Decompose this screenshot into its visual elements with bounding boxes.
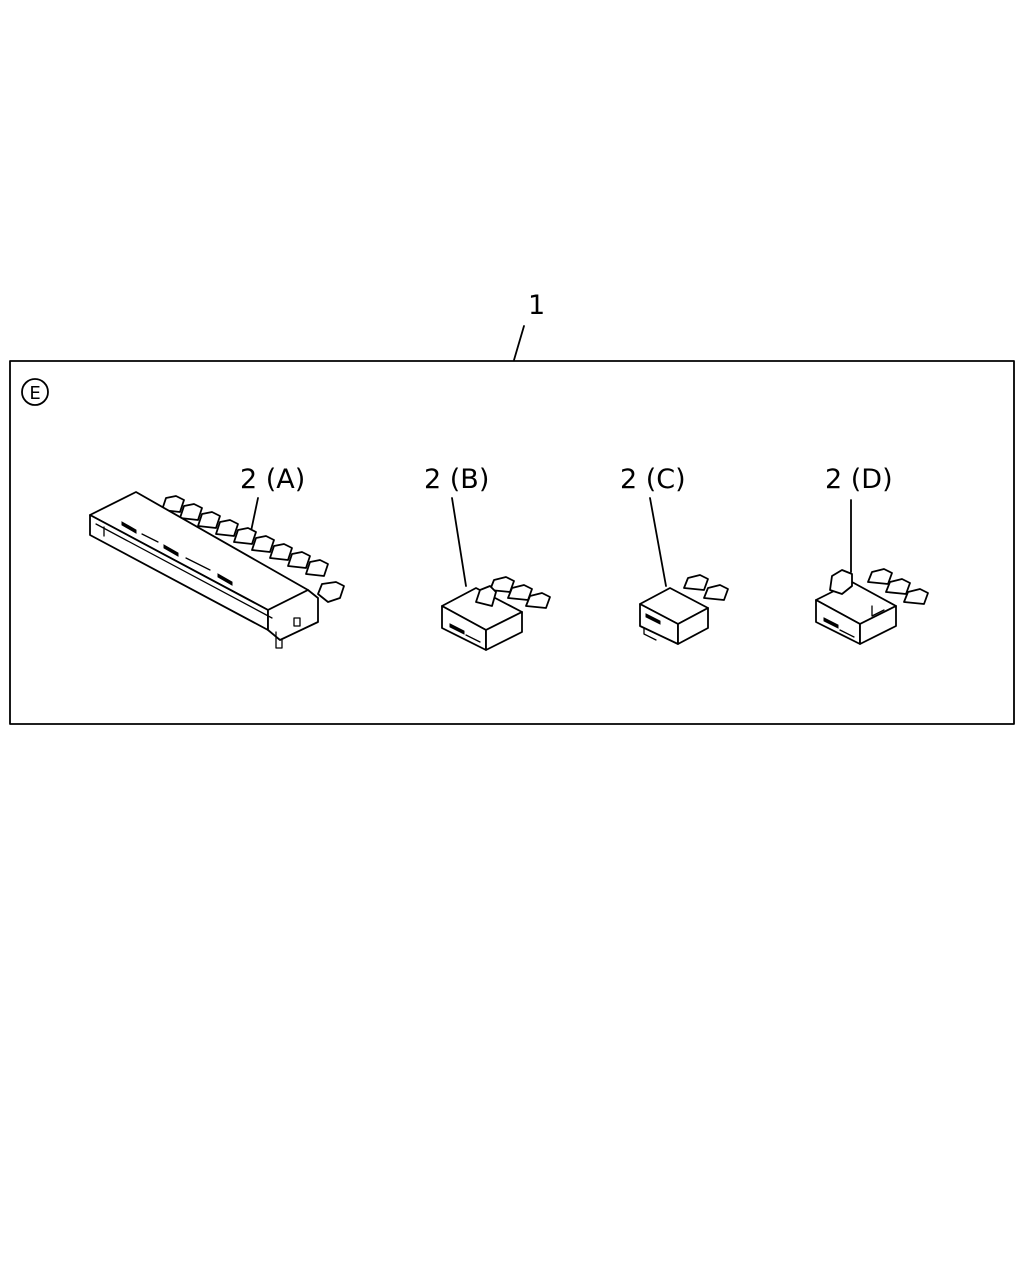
connector-b: 2 (B) — [424, 464, 551, 651]
connector-c: 2 (C) — [620, 464, 729, 645]
connector-a-terminals — [161, 495, 345, 603]
connector-a-body — [89, 491, 319, 649]
connector-d: 2 (D) — [815, 464, 929, 645]
connector-a: 2 (A) — [89, 464, 345, 649]
assembly-frame — [9, 360, 1015, 725]
connector-a-callout: 2 (A) — [240, 464, 305, 495]
connector-c-callout: 2 (C) — [620, 464, 686, 495]
connector-b-callout: 2 (B) — [424, 464, 489, 495]
connector-b-leader — [451, 497, 467, 587]
assembly-callout-label: 1 — [528, 290, 545, 321]
connector-c-leader — [649, 497, 667, 587]
view-marker-circle — [21, 378, 49, 406]
view-marker: E — [21, 378, 49, 406]
connector-d-callout: 2 (D) — [825, 464, 893, 495]
assembly-callout-leader — [513, 325, 525, 361]
view-marker-letter: E — [29, 383, 40, 404]
